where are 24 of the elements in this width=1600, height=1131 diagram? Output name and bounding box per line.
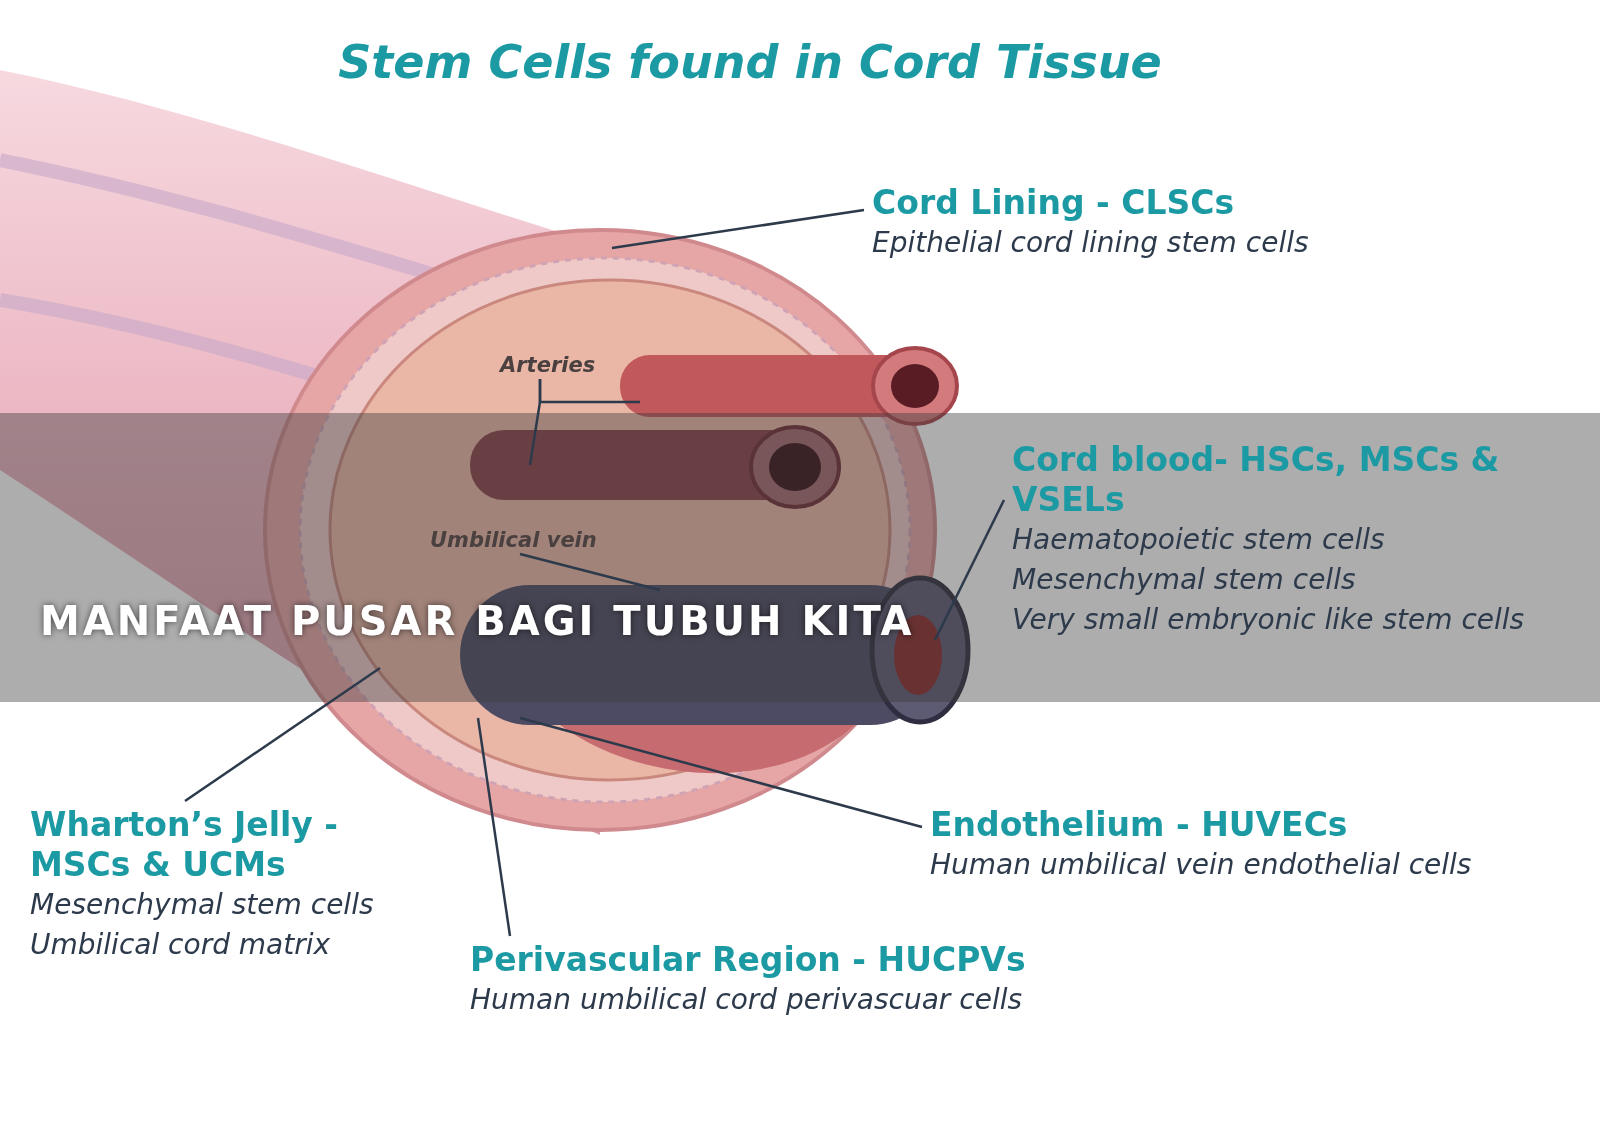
cell-type-text: Epithelial cord lining stem cells — [872, 225, 1309, 261]
cell-type-text: Human umbilical vein endothelial cells — [930, 847, 1472, 883]
region-heading: Cord Lining - CLSCs — [872, 183, 1236, 223]
leader-line — [519, 552, 661, 592]
cell-type-text: Haematopoietic stem cells — [1012, 522, 1386, 558]
region-heading: Endothelium - HUVECs — [930, 805, 1349, 845]
leader-line — [528, 379, 542, 466]
diagram-title: Stem Cells found in Cord Tissue — [337, 35, 1163, 89]
banner-title: MANFAAT PUSAR BAGI TUBUH KITA — [40, 598, 915, 644]
leader-line — [476, 717, 512, 937]
cell-type-text: Umbilical cord matrix — [30, 927, 332, 963]
leader-line — [933, 499, 1006, 641]
cell-type-text: Mesenchymal stem cells — [1012, 562, 1357, 598]
region-heading: Cord blood- HSCs, MSCs & VSELs — [1012, 440, 1501, 520]
leader-line — [184, 666, 381, 803]
region-heading: Perivascular Region - HUCPVs — [470, 940, 1026, 980]
cell-type-text: Very small embryonic like stem cells — [1012, 602, 1526, 638]
cell-type-text: Mesenchymal stem cells — [30, 887, 375, 923]
region-heading: Wharton’s Jelly - MSCs & UCMs — [30, 805, 340, 885]
leader-line — [611, 208, 865, 250]
cell-type-text: Human umbilical cord perivascuar cells — [470, 982, 1024, 1018]
leader-line — [519, 716, 923, 829]
structure-label: Umbilical vein — [430, 528, 597, 552]
structure-label: Arteries — [500, 353, 596, 377]
